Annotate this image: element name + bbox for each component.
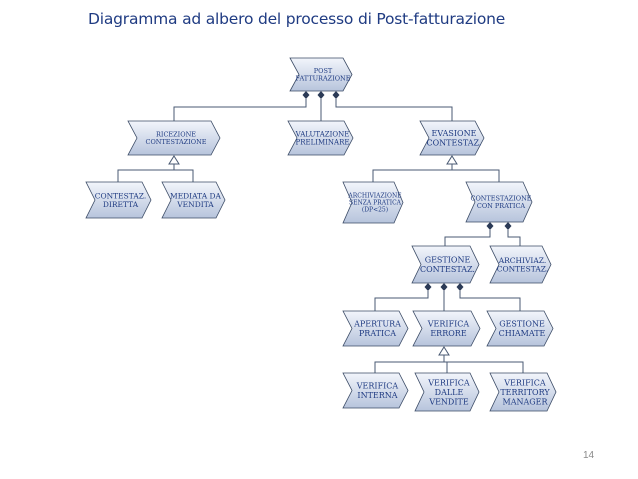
node-shape xyxy=(411,245,480,284)
node-label: VENDITE xyxy=(428,397,469,406)
markers xyxy=(168,91,512,356)
node-label: FATTURAZIONE xyxy=(296,75,351,83)
node-shape xyxy=(342,181,404,224)
connector-ricezione-diretta xyxy=(117,164,175,182)
node-label: CONTESTAZ. xyxy=(95,191,147,200)
connector-root-evasione xyxy=(335,99,453,121)
node-shape xyxy=(489,372,557,412)
node-label: MEDIATA DA xyxy=(170,191,222,200)
node-label: EVASIONE xyxy=(432,129,477,138)
node-shape xyxy=(465,181,533,223)
connector-conpratica-archiviaz xyxy=(507,230,521,246)
diamond-marker xyxy=(317,91,325,99)
node-label: VERIFICA xyxy=(356,382,399,391)
node-label: GESTIONE xyxy=(499,320,545,329)
diamond-marker xyxy=(302,91,310,99)
nodes: POSTFATTURAZIONERICEZIONECONTESTAZIONEVA… xyxy=(85,57,557,412)
page-title: Diagramma ad albero del processo di Post… xyxy=(88,10,506,28)
node-shape xyxy=(85,181,152,219)
node-label: ARCHIVIAZ. xyxy=(498,256,547,265)
node-shape xyxy=(342,310,409,347)
diamond-marker xyxy=(332,91,340,99)
node-label: CON PRATICA xyxy=(477,202,526,210)
node-label: CHIAMATE xyxy=(499,329,546,338)
node-shape xyxy=(414,372,480,412)
node-label: MANAGER xyxy=(503,397,549,406)
node-label: DALLE xyxy=(435,388,464,397)
connector-root-ricezione xyxy=(173,99,307,121)
node-label: APERTURA xyxy=(353,320,401,329)
node-label: DIRETTA xyxy=(103,200,139,209)
diamond-marker xyxy=(504,222,512,230)
node-shape xyxy=(486,310,554,347)
connector-evasione-archiviazione xyxy=(372,164,453,182)
node-label: POST xyxy=(314,67,333,75)
node-shape xyxy=(127,120,221,156)
node-label: (DP<25) xyxy=(362,207,388,214)
node-label: ARCHIVIAZIONE xyxy=(347,193,401,200)
node-label: PRELIMINARE xyxy=(296,139,350,147)
node-shape xyxy=(489,245,552,284)
node-label: CONTESTAZIONE xyxy=(470,195,531,203)
connector-gestione-chiamate xyxy=(459,291,521,311)
diamond-marker xyxy=(424,283,432,291)
node-archiviaz-contestaz: ARCHIVIAZ.CONTESTAZ. xyxy=(489,245,552,284)
node-label: TERRITORY xyxy=(500,388,550,397)
connector-conpratica-gestione xyxy=(444,230,491,246)
node-label: PRATICA xyxy=(359,329,396,338)
node-label: CONTESTAZ. xyxy=(497,265,549,274)
node-label: VERIFICA xyxy=(427,320,470,329)
connector-verifica-territory xyxy=(444,361,524,373)
connector-verifica-vendite xyxy=(444,361,448,373)
node-label: ERRORE xyxy=(430,329,466,338)
node-label: CONTESTAZIONE xyxy=(145,138,206,146)
node-shape xyxy=(342,372,409,409)
node-label: GESTIONE xyxy=(425,256,471,265)
connector-evasione-conpratica xyxy=(452,169,500,182)
page-number: 14 xyxy=(583,450,595,461)
node-label: VERIFICA xyxy=(427,378,470,387)
node-label: CONTESTAZ. xyxy=(427,139,482,148)
node-label: SENZA PRATICA xyxy=(349,200,402,207)
node-shape xyxy=(161,181,226,219)
node-shape xyxy=(287,120,354,156)
connector-gestione-apertura xyxy=(374,291,429,311)
triangle-marker xyxy=(438,346,450,356)
diamond-marker xyxy=(440,283,448,291)
diamond-marker xyxy=(486,222,494,230)
node-label: CONTESTAZ. xyxy=(420,265,475,274)
node-label: RICEZIONE xyxy=(156,131,196,139)
node-shape xyxy=(289,57,353,92)
triangle-marker xyxy=(446,155,458,165)
node-label: VALUTAZIONE xyxy=(295,130,350,138)
connectors xyxy=(117,99,524,373)
node-label: VERIFICA xyxy=(503,378,546,387)
connector-verifica-interna xyxy=(374,355,445,373)
node-contestaz-diretta: CONTESTAZ.DIRETTA xyxy=(85,181,152,219)
triangle-marker xyxy=(168,155,180,165)
node-label: VENDITA xyxy=(176,200,214,209)
diamond-marker xyxy=(456,283,464,291)
connector-ricezione-mediata xyxy=(174,169,194,182)
node-shape xyxy=(419,120,485,156)
node-shape xyxy=(412,310,481,347)
node-label: INTERNA xyxy=(357,391,397,400)
